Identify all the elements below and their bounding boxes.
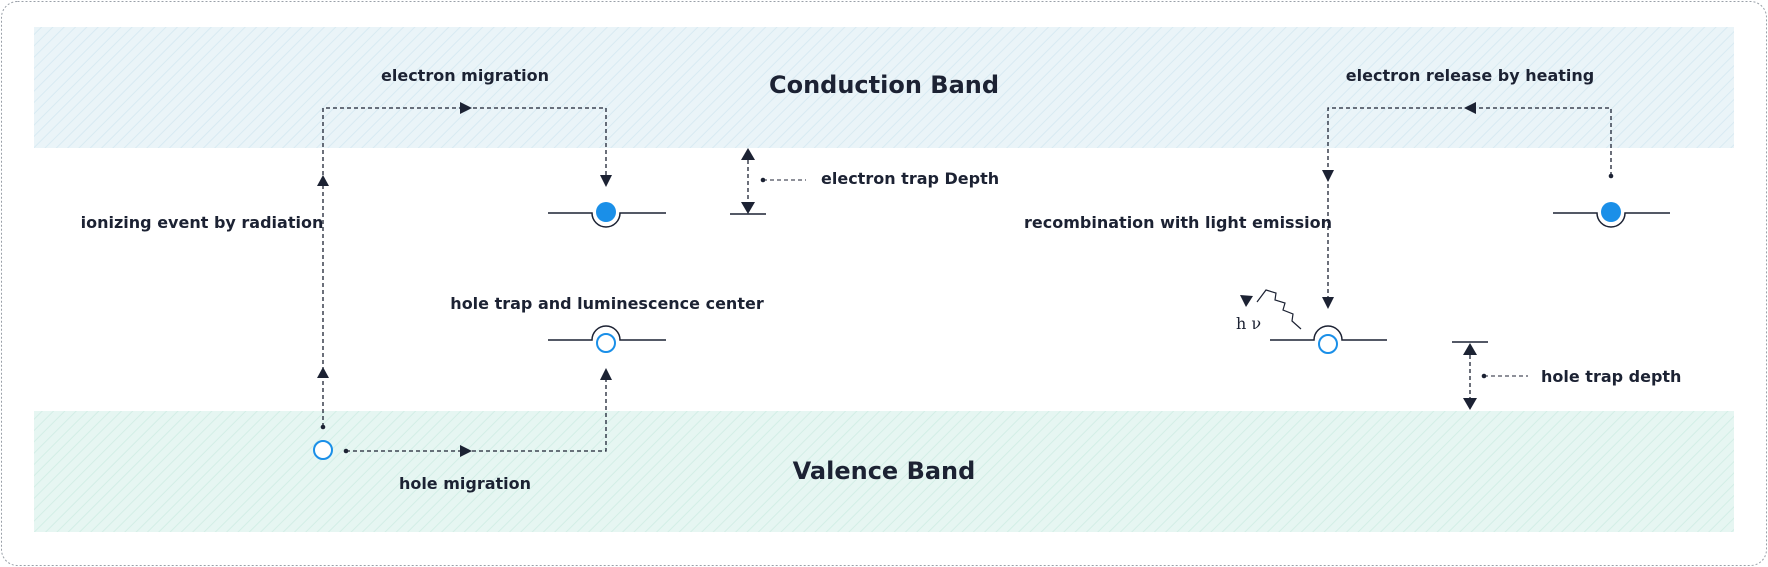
arrow-right-top	[460, 102, 472, 114]
label-hole-migration: hole migration	[399, 474, 531, 493]
arrow-up-upper	[317, 175, 329, 186]
hole-trap-right	[1270, 325, 1387, 354]
arrow-up-lower	[317, 367, 329, 378]
conduction-band	[34, 27, 1734, 148]
arrow-down-recomb	[1322, 297, 1334, 309]
hole-trap-hole-icon	[596, 333, 616, 353]
electron-trap-right	[1553, 202, 1670, 228]
ionization-start-dot	[320, 424, 326, 430]
valence-band-label: Valence Band	[793, 457, 976, 485]
arrow-left-top	[1464, 102, 1476, 114]
ionization-path	[322, 107, 607, 427]
arrow-right-bottom	[460, 445, 472, 457]
arrow-down-trap	[600, 175, 612, 187]
electron-trap-depth-indicator	[730, 148, 806, 215]
label-hole-trap-center: hole trap and luminescence center	[450, 294, 764, 313]
arrow-down-mid	[1322, 170, 1334, 182]
photon-label: h ν	[1236, 314, 1261, 333]
valence-hole-icon	[313, 440, 333, 460]
label-electron-trap-depth: electron trap Depth	[821, 169, 999, 188]
arrow-up-holetrap	[600, 368, 612, 380]
recomb-hole-icon	[1318, 334, 1338, 354]
label-electron-migration: electron migration	[381, 66, 549, 85]
electron-trap-left	[548, 202, 666, 228]
label-electron-release: electron release by heating	[1346, 66, 1594, 85]
valence-band	[34, 411, 1734, 532]
release-start-dot	[1608, 173, 1614, 179]
conduction-band-label: Conduction Band	[769, 71, 999, 99]
hole-trap-depth-indicator	[1452, 341, 1528, 410]
hole-migration-path	[346, 380, 607, 452]
label-hole-trap-depth: hole trap depth	[1541, 367, 1681, 386]
hole-trap-left	[548, 325, 666, 353]
label-ionizing-event: ionizing event by radiation	[81, 213, 324, 232]
label-recombination: recombination with light emission	[1024, 213, 1332, 232]
electron-icon-right	[1601, 202, 1621, 222]
hole-start-dot	[343, 448, 349, 454]
electron-icon	[596, 202, 616, 222]
photon-emission-icon	[1240, 289, 1302, 330]
